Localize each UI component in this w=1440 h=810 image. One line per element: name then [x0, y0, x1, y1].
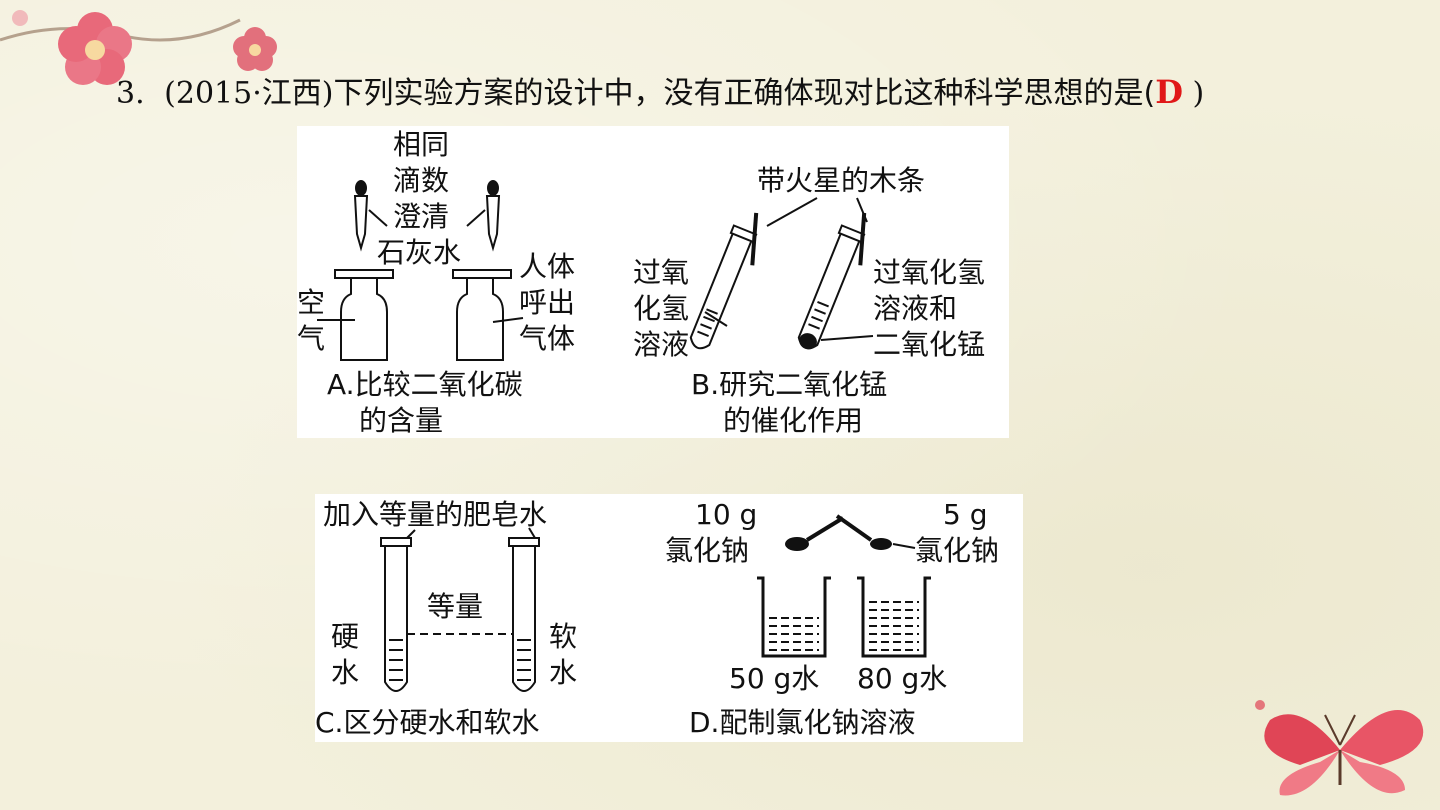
d-right-water: 80 g水	[857, 662, 947, 695]
a-dropper-label-4: 石灰水	[377, 236, 461, 269]
panel-d: 10 g 氯化钠 5 g 氯化钠	[665, 498, 999, 739]
butterfly-decoration-icon	[1255, 700, 1424, 796]
question-close: )	[1192, 76, 1205, 111]
a-air-label-2: 气	[297, 322, 325, 355]
d-right-amount: 5 g	[943, 498, 988, 531]
c-right-label-2: 水	[549, 656, 577, 689]
d-left-beaker-icon	[757, 576, 831, 658]
a-dropper-label-3: 澄清	[393, 200, 449, 233]
c-top-label: 加入等量的肥皂水	[323, 498, 547, 531]
figure-top-svg: 相同 滴数 澄清 石灰水	[297, 128, 985, 437]
b-right-tube-icon	[797, 212, 867, 350]
right-bottle-icon	[452, 269, 524, 361]
c-left-tube-icon	[380, 529, 416, 692]
d-right-beaker-icon	[857, 576, 931, 658]
d-caption: D.配制氯化钠溶液	[689, 706, 915, 739]
b-left-tube-icon	[689, 212, 759, 350]
d-right-spoon-icon	[835, 514, 916, 550]
figure-bottom-svg: 加入等量的肥皂水	[315, 498, 999, 739]
a-breath-label-1: 人体	[519, 250, 575, 283]
c-right-tube-icon	[508, 527, 540, 692]
a-caption-1: A.比较二氧化碳	[327, 368, 523, 401]
d-left-salt: 氯化钠	[665, 534, 749, 567]
left-dropper-icon	[353, 180, 388, 252]
b-top-label: 带火星的木条	[757, 164, 925, 197]
a-breath-label-3: 气体	[519, 322, 575, 355]
d-left-amount: 10 g	[695, 498, 757, 531]
b-left-label-1: 过氧	[633, 256, 689, 289]
b-caption-2: 的催化作用	[723, 404, 863, 437]
b-right-label-2: 溶液和	[873, 292, 957, 325]
figure-top: 相同 滴数 澄清 石灰水	[297, 126, 1009, 438]
a-dropper-label-1: 相同	[393, 128, 449, 161]
figure-bottom: 加入等量的肥皂水	[315, 494, 1023, 742]
question-text: 3. (2015·江西)下列实验方案的设计中，没有正确体现对比这种科学思想的是(…	[116, 72, 1416, 114]
question-source: (2015·江西)	[164, 76, 334, 111]
right-dropper-icon	[466, 180, 501, 252]
b-right-label-3: 二氧化锰	[873, 328, 985, 361]
a-air-label-1: 空	[297, 286, 325, 319]
a-breath-label-2: 呼出	[519, 286, 575, 319]
d-left-spoon-icon	[785, 516, 845, 551]
d-left-water: 50 g水	[729, 662, 819, 695]
answer-mark: D	[1155, 73, 1183, 111]
a-caption-2: 的含量	[359, 404, 443, 437]
a-dropper-label-2: 滴数	[393, 164, 449, 197]
panel-b: 带火星的木条	[633, 164, 985, 437]
b-right-label-1: 过氧化氢	[873, 256, 985, 289]
c-left-label-1: 硬	[331, 620, 359, 653]
c-left-label-2: 水	[331, 656, 359, 689]
panel-a: 相同 滴数 澄清 石灰水	[297, 128, 575, 437]
b-left-label-3: 溶液	[633, 328, 689, 361]
left-bottle-icon	[317, 269, 394, 361]
b-caption-1: B.研究二氧化锰	[691, 368, 887, 401]
question-number: 3.	[116, 76, 145, 111]
question-stem: 下列实验方案的设计中，没有正确体现对比这种科学思想的是(	[333, 76, 1156, 111]
b-left-label-2: 化氢	[633, 292, 689, 325]
c-right-label-1: 软	[549, 620, 577, 653]
c-caption: C.区分硬水和软水	[315, 706, 539, 739]
c-middle-label: 等量	[427, 590, 483, 623]
panel-c: 加入等量的肥皂水	[315, 498, 577, 739]
d-right-salt: 氯化钠	[915, 534, 999, 567]
flower-decoration-icon	[0, 10, 277, 85]
